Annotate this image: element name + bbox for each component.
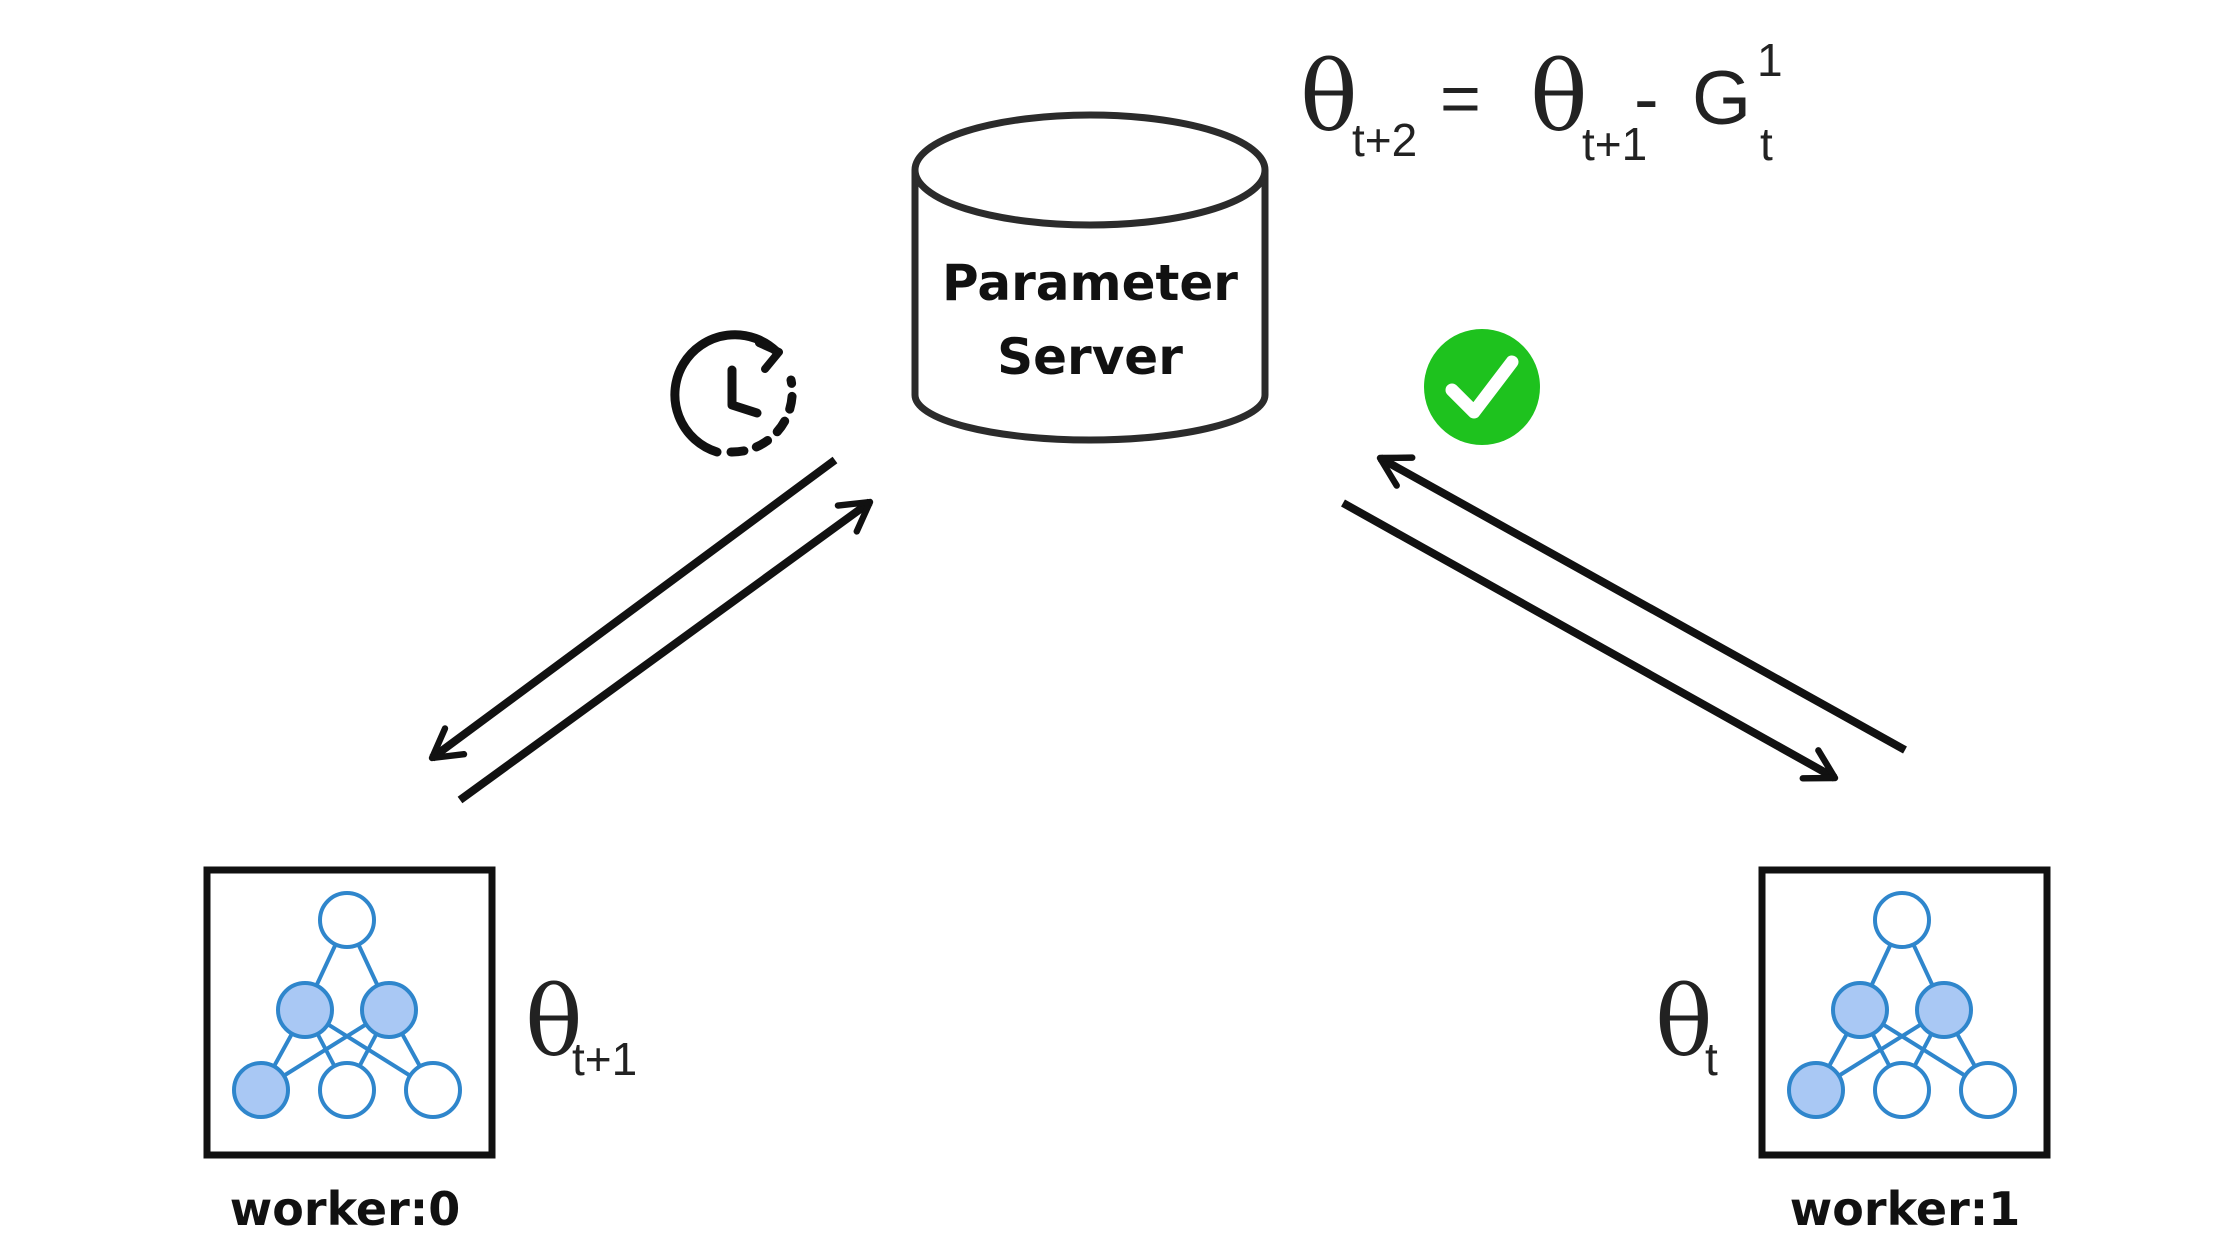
equation-rhs-subscript: t+1	[1582, 118, 1647, 170]
arrow-worker1-to-server	[1376, 454, 1907, 754]
arrow-worker0-to-server	[457, 498, 874, 804]
equation-lhs-subscript: t+2	[1352, 114, 1417, 166]
worker1-label: worker:1	[1790, 1182, 2020, 1236]
worker1-parameter: θ t	[1655, 966, 1718, 1085]
arrow-server-to-worker1	[1341, 499, 1839, 782]
equation-gradient-symbol: G	[1692, 56, 1751, 141]
arrow-server-to-worker0	[428, 456, 838, 762]
equation-minus: -	[1634, 57, 1659, 140]
equation-equals: =	[1440, 59, 1481, 137]
equation-lhs-theta: θ	[1300, 41, 1358, 153]
neural-network-icon	[1787, 891, 2017, 1119]
worker0-box: worker:0	[203, 866, 496, 1236]
equation-rhs-theta: θ	[1530, 41, 1588, 153]
worker0-parameter: θ t+1	[525, 966, 637, 1085]
check-circle-icon	[1424, 329, 1540, 445]
equation-gradient-superscript: 1	[1757, 34, 1783, 86]
worker0-theta: θ	[525, 966, 583, 1078]
server-label-line1: Parameter	[942, 254, 1238, 312]
parameter-server-cylinder: Parameter Server	[911, 111, 1269, 444]
update-equation: θ t+2 = θ t+1 - G 1 t	[1300, 34, 1783, 170]
clock-refresh-icon	[670, 330, 797, 457]
equation-gradient-subscript: t	[1760, 118, 1773, 170]
worker1-theta-subscript: t	[1705, 1033, 1718, 1085]
neural-network-icon	[232, 891, 462, 1119]
worker1-box: worker:1	[1758, 866, 2051, 1236]
worker0-label: worker:0	[230, 1182, 460, 1236]
worker1-theta: θ	[1655, 966, 1713, 1078]
worker0-theta-subscript: t+1	[572, 1033, 637, 1085]
server-label-line2: Server	[997, 328, 1183, 386]
